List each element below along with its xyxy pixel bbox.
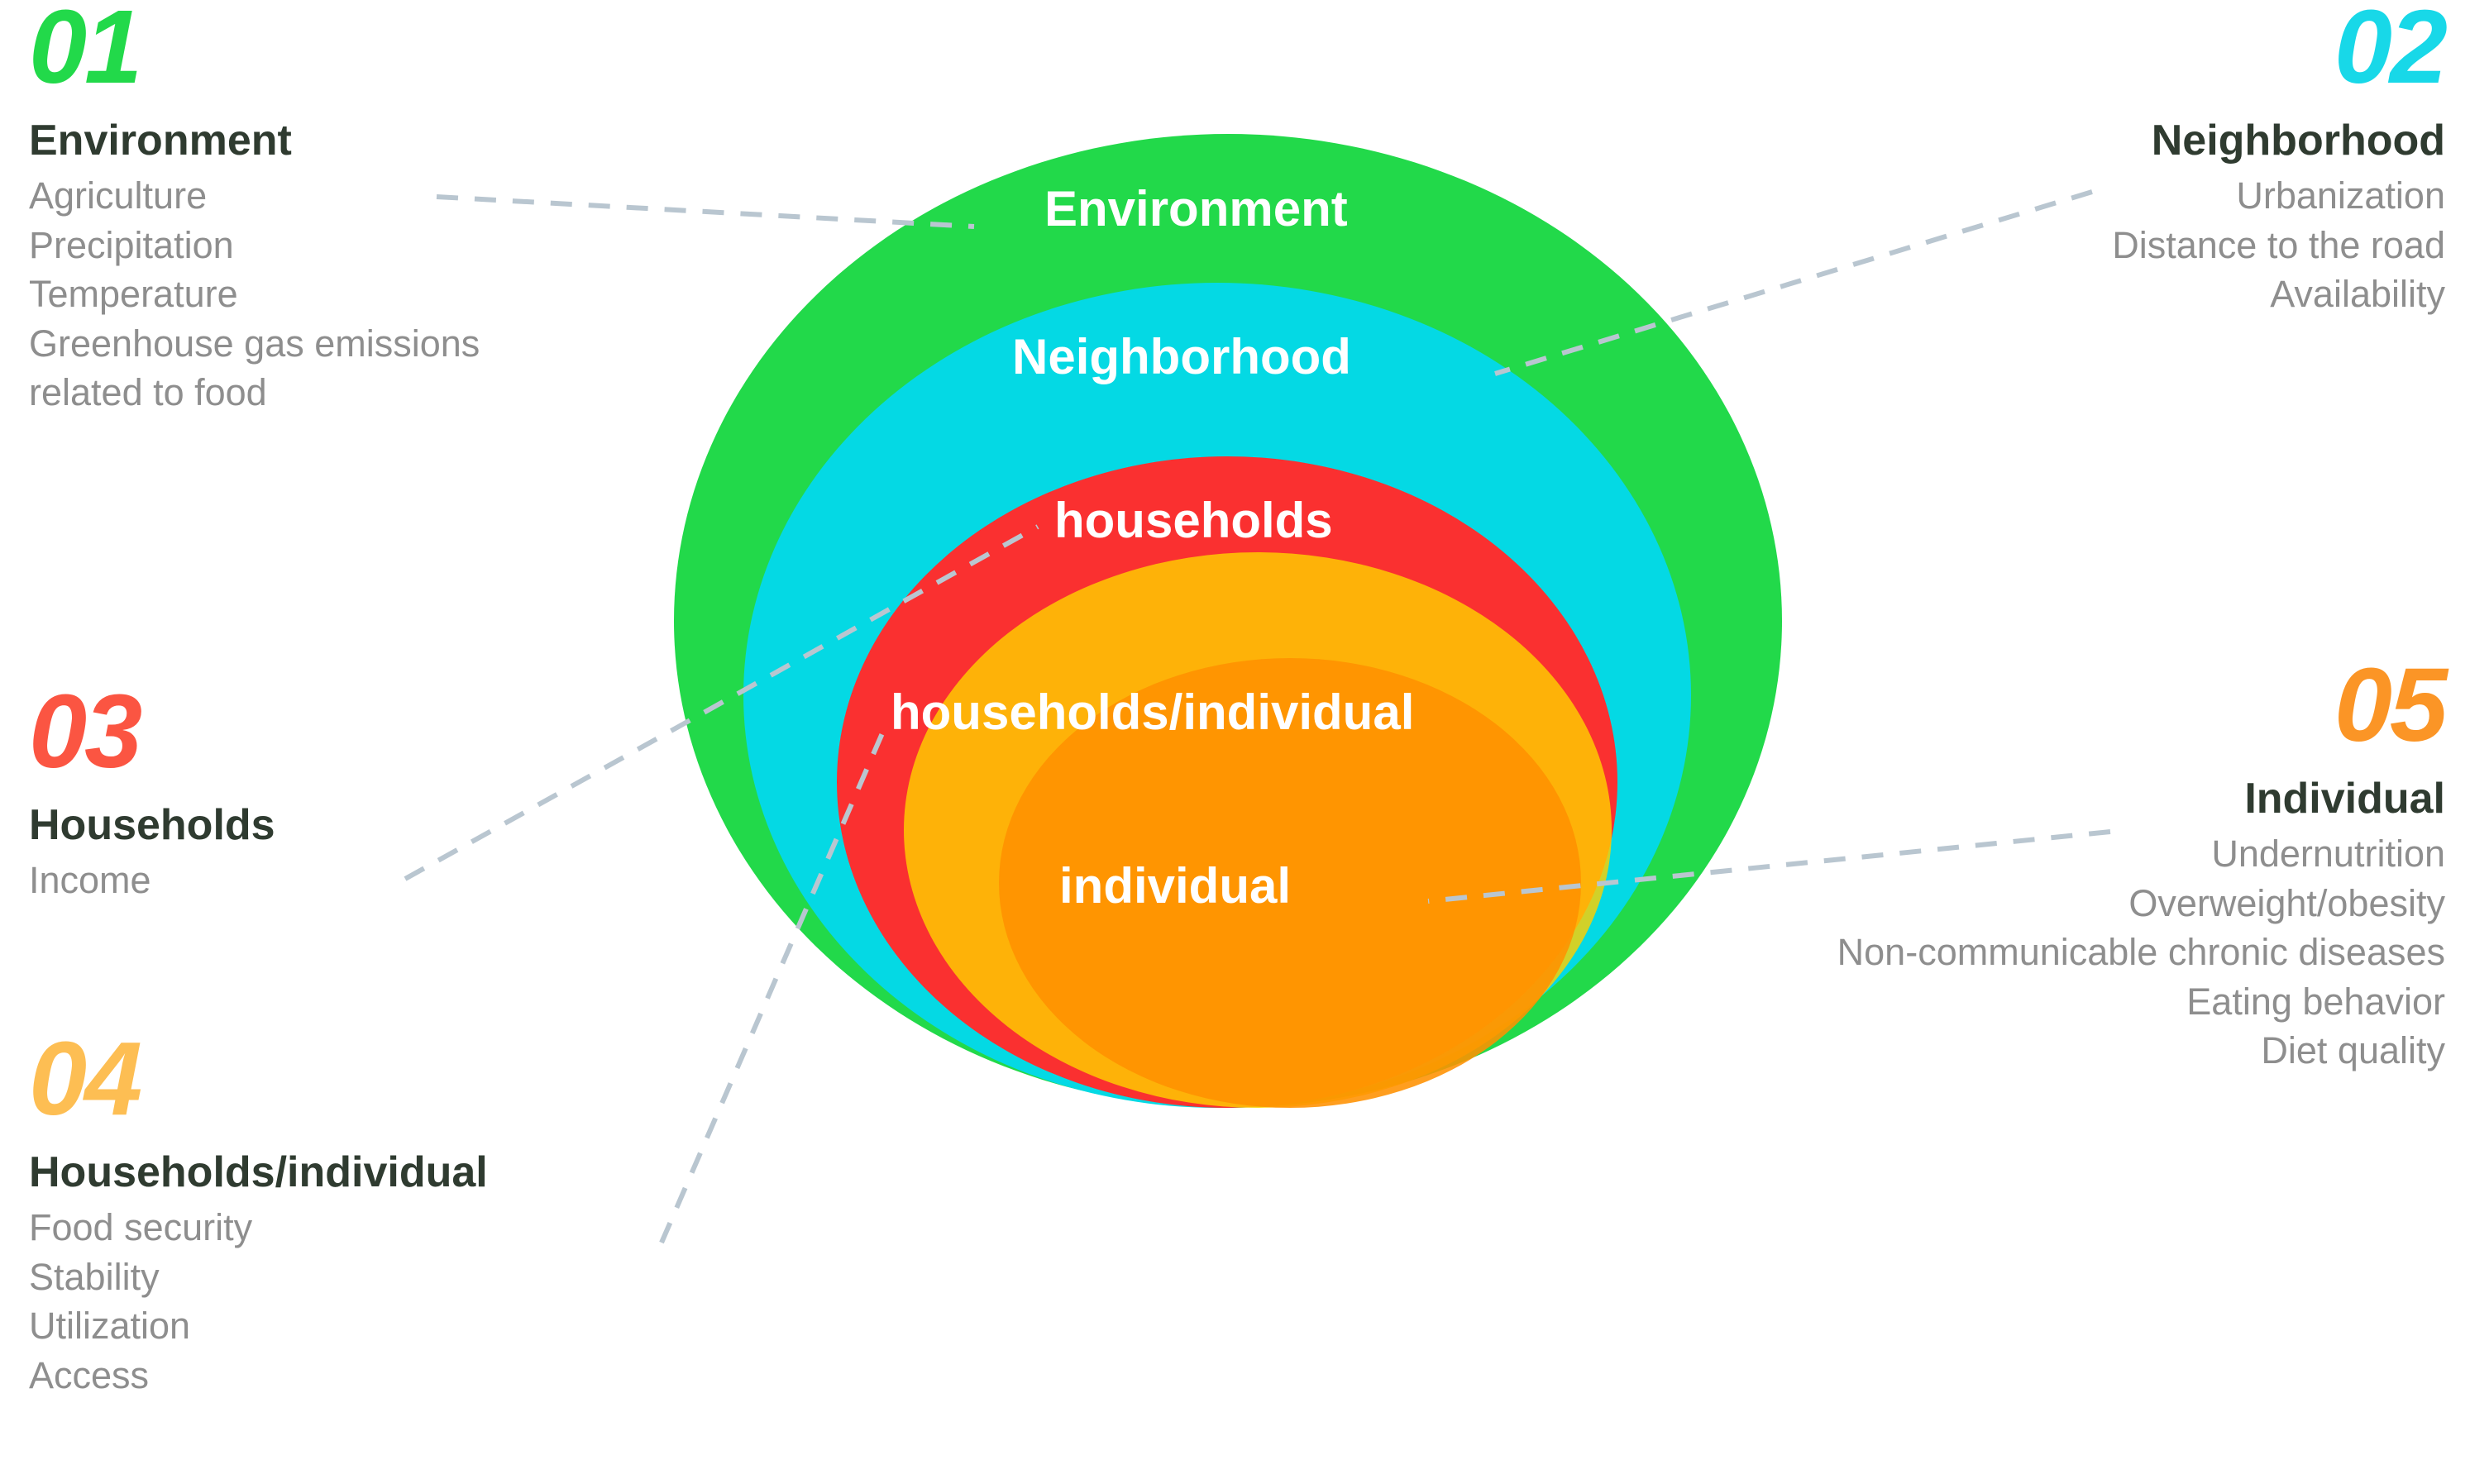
block-number-01: 01 [29,0,142,105]
list-item: Temperature [29,273,238,316]
list-item: Overweight/obesity [2128,881,2445,924]
list-item: Agriculture [29,174,208,217]
list-item: Availability [2270,273,2445,316]
block-items-04: Food security Stability Utilization Acce… [29,1203,757,1400]
block-heading-04: Households/individual [29,1148,488,1196]
ring-label-individual: individual [1059,858,1292,914]
block-heading-01: Environment [29,117,292,165]
block-number-05: 05 [2334,647,2448,763]
block-items-01: Agriculture Precipitation Temperature Gr… [29,171,608,417]
block-number-03: 03 [29,673,142,790]
ring-label-neighborhood: Neighborhood [1012,329,1351,384]
list-item: Greenhouse gas emissions [29,322,480,365]
block-items-05: Undernutrition Overweight/obesity Non-co… [1618,829,2445,1075]
info-block-individual: 05 Individual Undernutrition Overweight/… [1618,647,2448,1075]
list-item: Diet quality [2261,1028,2445,1071]
ring-label-households-individual: households/individual [891,685,1415,740]
block-heading-05: Individual [2244,775,2445,823]
list-item: Food security [29,1206,253,1249]
info-block-environment: 01 Environment Agriculture Precipitation… [29,0,608,417]
list-item: Utilization [29,1305,191,1348]
list-item: Access [29,1353,150,1396]
list-item: Income [29,859,151,902]
ring-label-environment: Environment [1044,181,1348,236]
list-item: Eating behavior [2186,980,2445,1023]
info-block-households-individual: 04 Households/individual Food security S… [29,1027,757,1400]
block-number-04: 04 [29,1020,142,1137]
list-item: Urbanization [2236,174,2445,217]
ring-environment [674,134,1782,1108]
list-item: Distance to the road [2112,223,2445,266]
list-item: Undernutrition [2211,833,2445,876]
block-number-02: 02 [2334,0,2448,105]
info-block-neighborhood: 02 Neighborhood Urbanization Distance to… [1701,0,2448,319]
ring-households-individual [904,552,1612,1108]
list-item: related to food [29,370,267,413]
block-heading-03: Households [29,801,275,849]
ring-label-households: households [1054,493,1333,548]
block-items-03: Income [29,856,542,904]
list-item: Stability [29,1255,160,1298]
ring-households [837,456,1617,1108]
block-heading-02: Neighborhood [2151,117,2445,165]
list-item: Non-communicable chronic diseases [1837,931,2445,974]
list-item: Precipitation [29,223,234,266]
info-block-households: 03 Households Income [29,680,542,905]
block-items-02: Urbanization Distance to the road Availa… [1701,171,2445,318]
